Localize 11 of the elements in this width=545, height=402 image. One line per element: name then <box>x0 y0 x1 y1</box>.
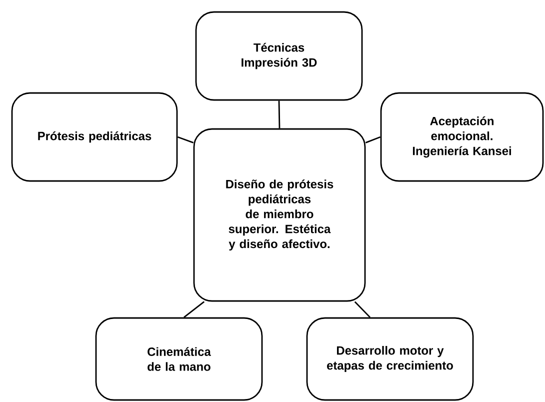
topic-box: Técnicas Impresión 3D <box>195 11 363 101</box>
topic-box: Prótesis pediátricas <box>11 92 178 182</box>
topic-box: Aceptación emocional. Ingeniería Kansei <box>380 92 544 182</box>
connector-line <box>354 301 370 318</box>
topic-box: Cinemática de la mano <box>95 317 263 401</box>
topic-box: Desarrollo motor y etapas de crecimiento <box>306 317 474 401</box>
connector-line <box>184 301 205 318</box>
connector-line <box>278 100 280 128</box>
connector-line <box>365 136 381 144</box>
central-topic-box: Diseño de prótesis pediátricas de miembro superior. Estética y diseño afectivo. <box>193 128 366 302</box>
connector-line <box>177 136 194 144</box>
